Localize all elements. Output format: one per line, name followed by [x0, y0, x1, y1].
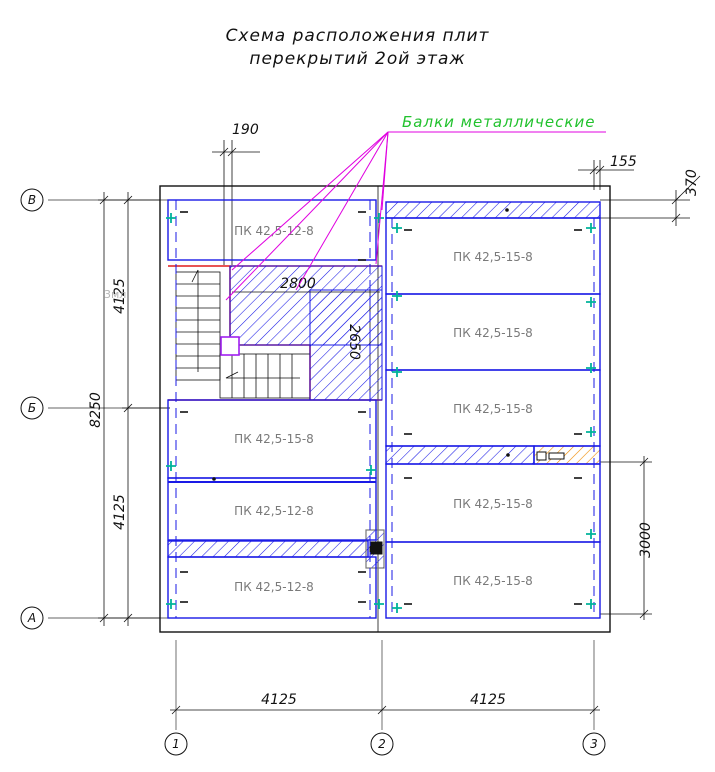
dot-3 — [212, 477, 216, 481]
dim-2650-label: 2650 — [346, 324, 362, 360]
axis-label-2: 2 — [378, 737, 386, 751]
axis-bubble-a: А — [20, 606, 44, 630]
axis-label-3: 3 — [590, 737, 598, 751]
slab-label-left-low2: ПК 42,5-12-8 — [234, 580, 314, 594]
small-opening — [220, 336, 240, 356]
dim-370-lines — [600, 175, 701, 226]
slab-label-right-4: ПК 42,5-15-8 — [453, 497, 533, 511]
slab-label-left-mid: ПК 42,5-15-8 — [234, 432, 314, 446]
drawing-title-line-2: перекрытий 2ой этаж — [249, 49, 466, 69]
slab-label-right-3: ПК 42,5-15-8 — [453, 402, 533, 416]
anchors — [166, 213, 596, 613]
slab-label-right-5: ПК 42,5-15-8 — [453, 574, 533, 588]
dim-4125-x1: 4125 — [261, 692, 297, 708]
ghost-text: 3мл — [104, 288, 126, 301]
axis-bubble-3: 3 — [582, 732, 606, 756]
axis-bubble-v: В — [20, 188, 44, 212]
dim-8250: 8250 — [88, 392, 104, 428]
dim-4125-upper: 4125 — [112, 278, 128, 314]
support-marks — [180, 211, 582, 605]
slab-label-right-1: ПК 42,5-15-8 — [453, 250, 533, 264]
dot-1 — [505, 208, 509, 212]
dot-2 — [506, 453, 510, 457]
hatched-beams — [167, 201, 601, 569]
dim-4125-lower: 4125 — [112, 494, 128, 530]
slab-label-left-low1: ПК 42,5-12-8 — [234, 504, 314, 518]
dim-4125-x2: 4125 — [470, 692, 506, 708]
drawing-title-line-1: Схема расположения плит — [225, 26, 490, 46]
dashed-supports — [175, 200, 595, 618]
dim-190: 190 — [232, 122, 259, 138]
dim-155-lines — [578, 160, 634, 190]
axis-bubble-b: Б — [20, 396, 44, 420]
axis-label-b: Б — [28, 401, 36, 415]
axis-label-1: 1 — [172, 737, 180, 751]
right-dimension-3000 — [600, 456, 652, 620]
slab-left-low1 — [167, 477, 377, 541]
slab-right-5 — [385, 541, 601, 619]
dim-190-lines — [212, 140, 260, 265]
beam-mid-right — [385, 445, 535, 465]
slab-outlines — [167, 199, 601, 619]
axis-label-a: А — [27, 611, 36, 625]
dim-2800-label: 2800 — [280, 276, 316, 292]
axis-bubble-2: 2 — [370, 732, 394, 756]
beam-low-left — [167, 540, 369, 558]
beam-leader-lines — [225, 131, 606, 301]
bottom-dimension-lines — [170, 705, 600, 715]
dim-155: 155 — [610, 154, 637, 170]
dim-370: 370 — [684, 169, 700, 196]
slab-label-left-top: ПК 42,5-12-8 — [234, 224, 314, 238]
left-dimension-lines — [98, 192, 170, 626]
building-outline — [159, 185, 611, 633]
slab-right-3 — [385, 369, 601, 447]
slab-left-low2 — [167, 556, 377, 619]
beam-note: Балки металлические — [402, 113, 595, 131]
axis-bubble-1: 1 — [164, 732, 188, 756]
axis-label-v: В — [28, 193, 36, 207]
slab-label-right-2: ПК 42,5-15-8 — [453, 326, 533, 340]
beam-top-right — [385, 201, 601, 219]
slab-left-top — [167, 199, 377, 261]
dim-3000: 3000 — [638, 522, 654, 558]
